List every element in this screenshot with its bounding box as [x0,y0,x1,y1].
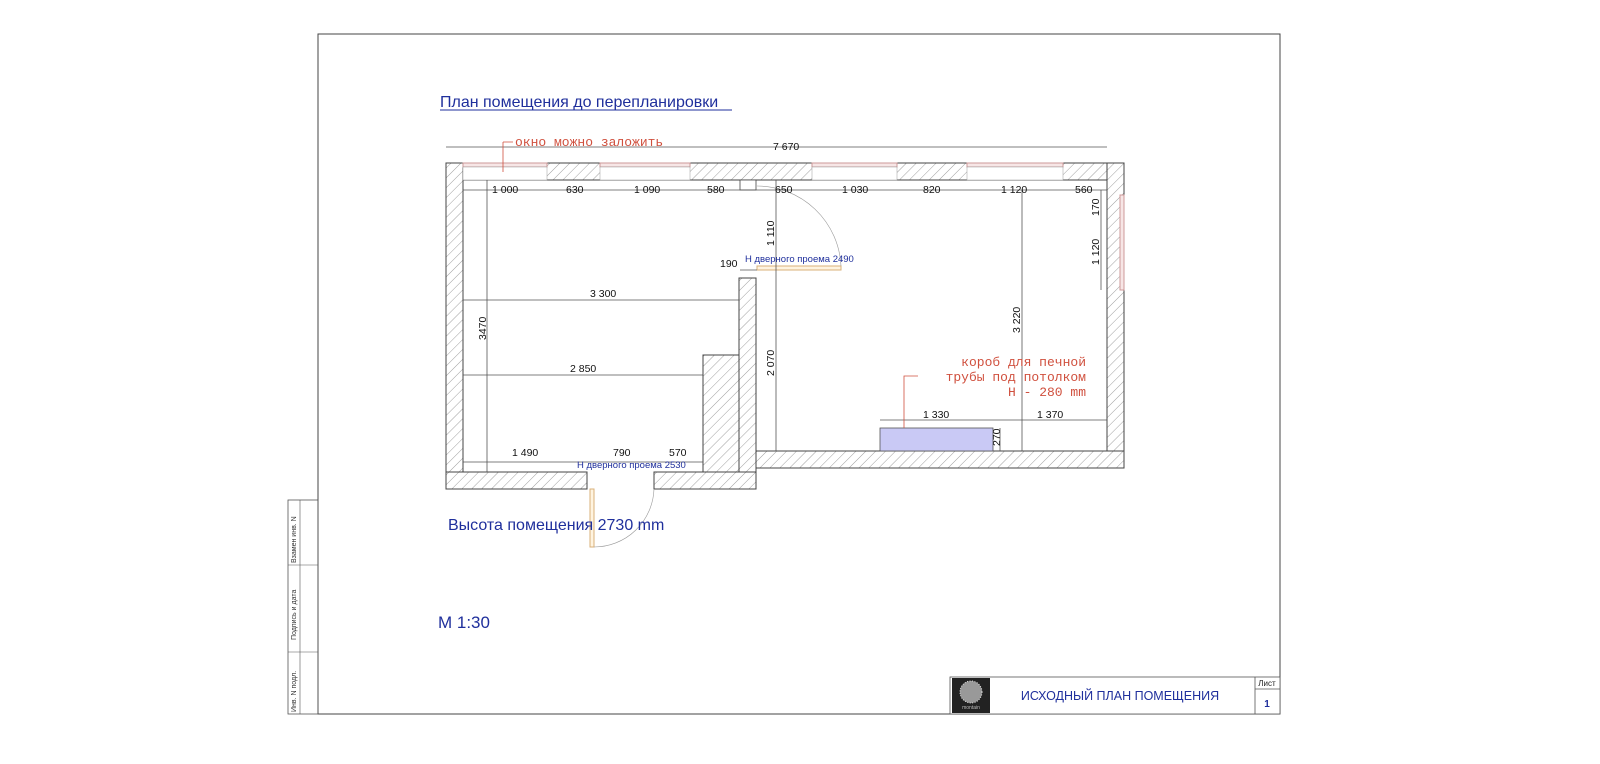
chimney-note-line3: Н - 280 mm [1008,385,1086,400]
dim-3300: 3 300 [590,288,616,300]
dim-top: 650 [775,184,793,196]
chimney-box [879,427,994,452]
chimney-note-line1: короб для печной [961,355,1086,370]
dim-top: 1 120 [1001,184,1027,196]
dimension-lines [446,146,1107,472]
dim-top: 580 [707,184,725,196]
sheet-frame [317,33,1281,715]
dim-bottom: 790 [613,447,631,459]
dim-top: 1 000 [492,184,518,196]
dim-2070: 2 070 [765,350,777,376]
stamp-signature-date: Подпись и дата [291,590,298,640]
dim-total-width: 7 670 [773,141,799,153]
doors [589,185,842,548]
dim-3470: 3470 [477,316,489,340]
dim-top: 1 090 [634,184,660,196]
dim-1370: 1 370 [1037,409,1063,421]
title-block: montain ИСХОДНЫЙ ПЛАН ПОМЕЩЕНИЯ Лист 1 [949,676,1281,715]
plan-title: План помещения до перепланировки [440,94,718,111]
dim-top: 1 030 [842,184,868,196]
sheet-title: ИСХОДНЫЙ ПЛАН ПОМЕЩЕНИЯ [1021,688,1219,703]
logo-text: montain [962,705,980,711]
dim-top: 560 [1075,184,1093,196]
dim-170: 170 [1090,198,1102,216]
dim-3220: 3 220 [1011,307,1023,333]
dim-bottom: 1 490 [512,447,538,459]
dim-1120-vertical: 1 120 [1090,239,1102,265]
dim-1110: 1 110 [765,220,777,246]
dim-190: 190 [720,258,738,270]
door-height-note-2: Н дверного проема 2530 [577,460,686,471]
room-height-note: Высота помещения 2730 mm [448,517,664,534]
window-note: окно можно заложить [515,135,663,150]
dim-1330: 1 330 [923,409,949,421]
dim-bottom: 570 [669,447,687,459]
side-stamp: Взамен инв. N Подпись и дата Инв. N подл… [287,499,319,715]
chimney-note-line2: трубы под потолком [946,370,1087,385]
dim-270: 270 [991,428,1003,446]
dim-top: 630 [566,184,584,196]
dim-2850: 2 850 [570,363,596,375]
dim-top: 820 [923,184,941,196]
sheet-label: Лист [1258,679,1276,688]
scale-label: М 1:30 [438,613,490,632]
door-height-note-1: Н дверного проема 2490 [745,254,854,265]
sheet-number: 1 [1264,699,1270,710]
windows [462,162,1125,291]
stamp-inv-original: Инв. N подл. [291,671,298,712]
stamp-replace-inv: Взамен инв. N [291,516,298,563]
